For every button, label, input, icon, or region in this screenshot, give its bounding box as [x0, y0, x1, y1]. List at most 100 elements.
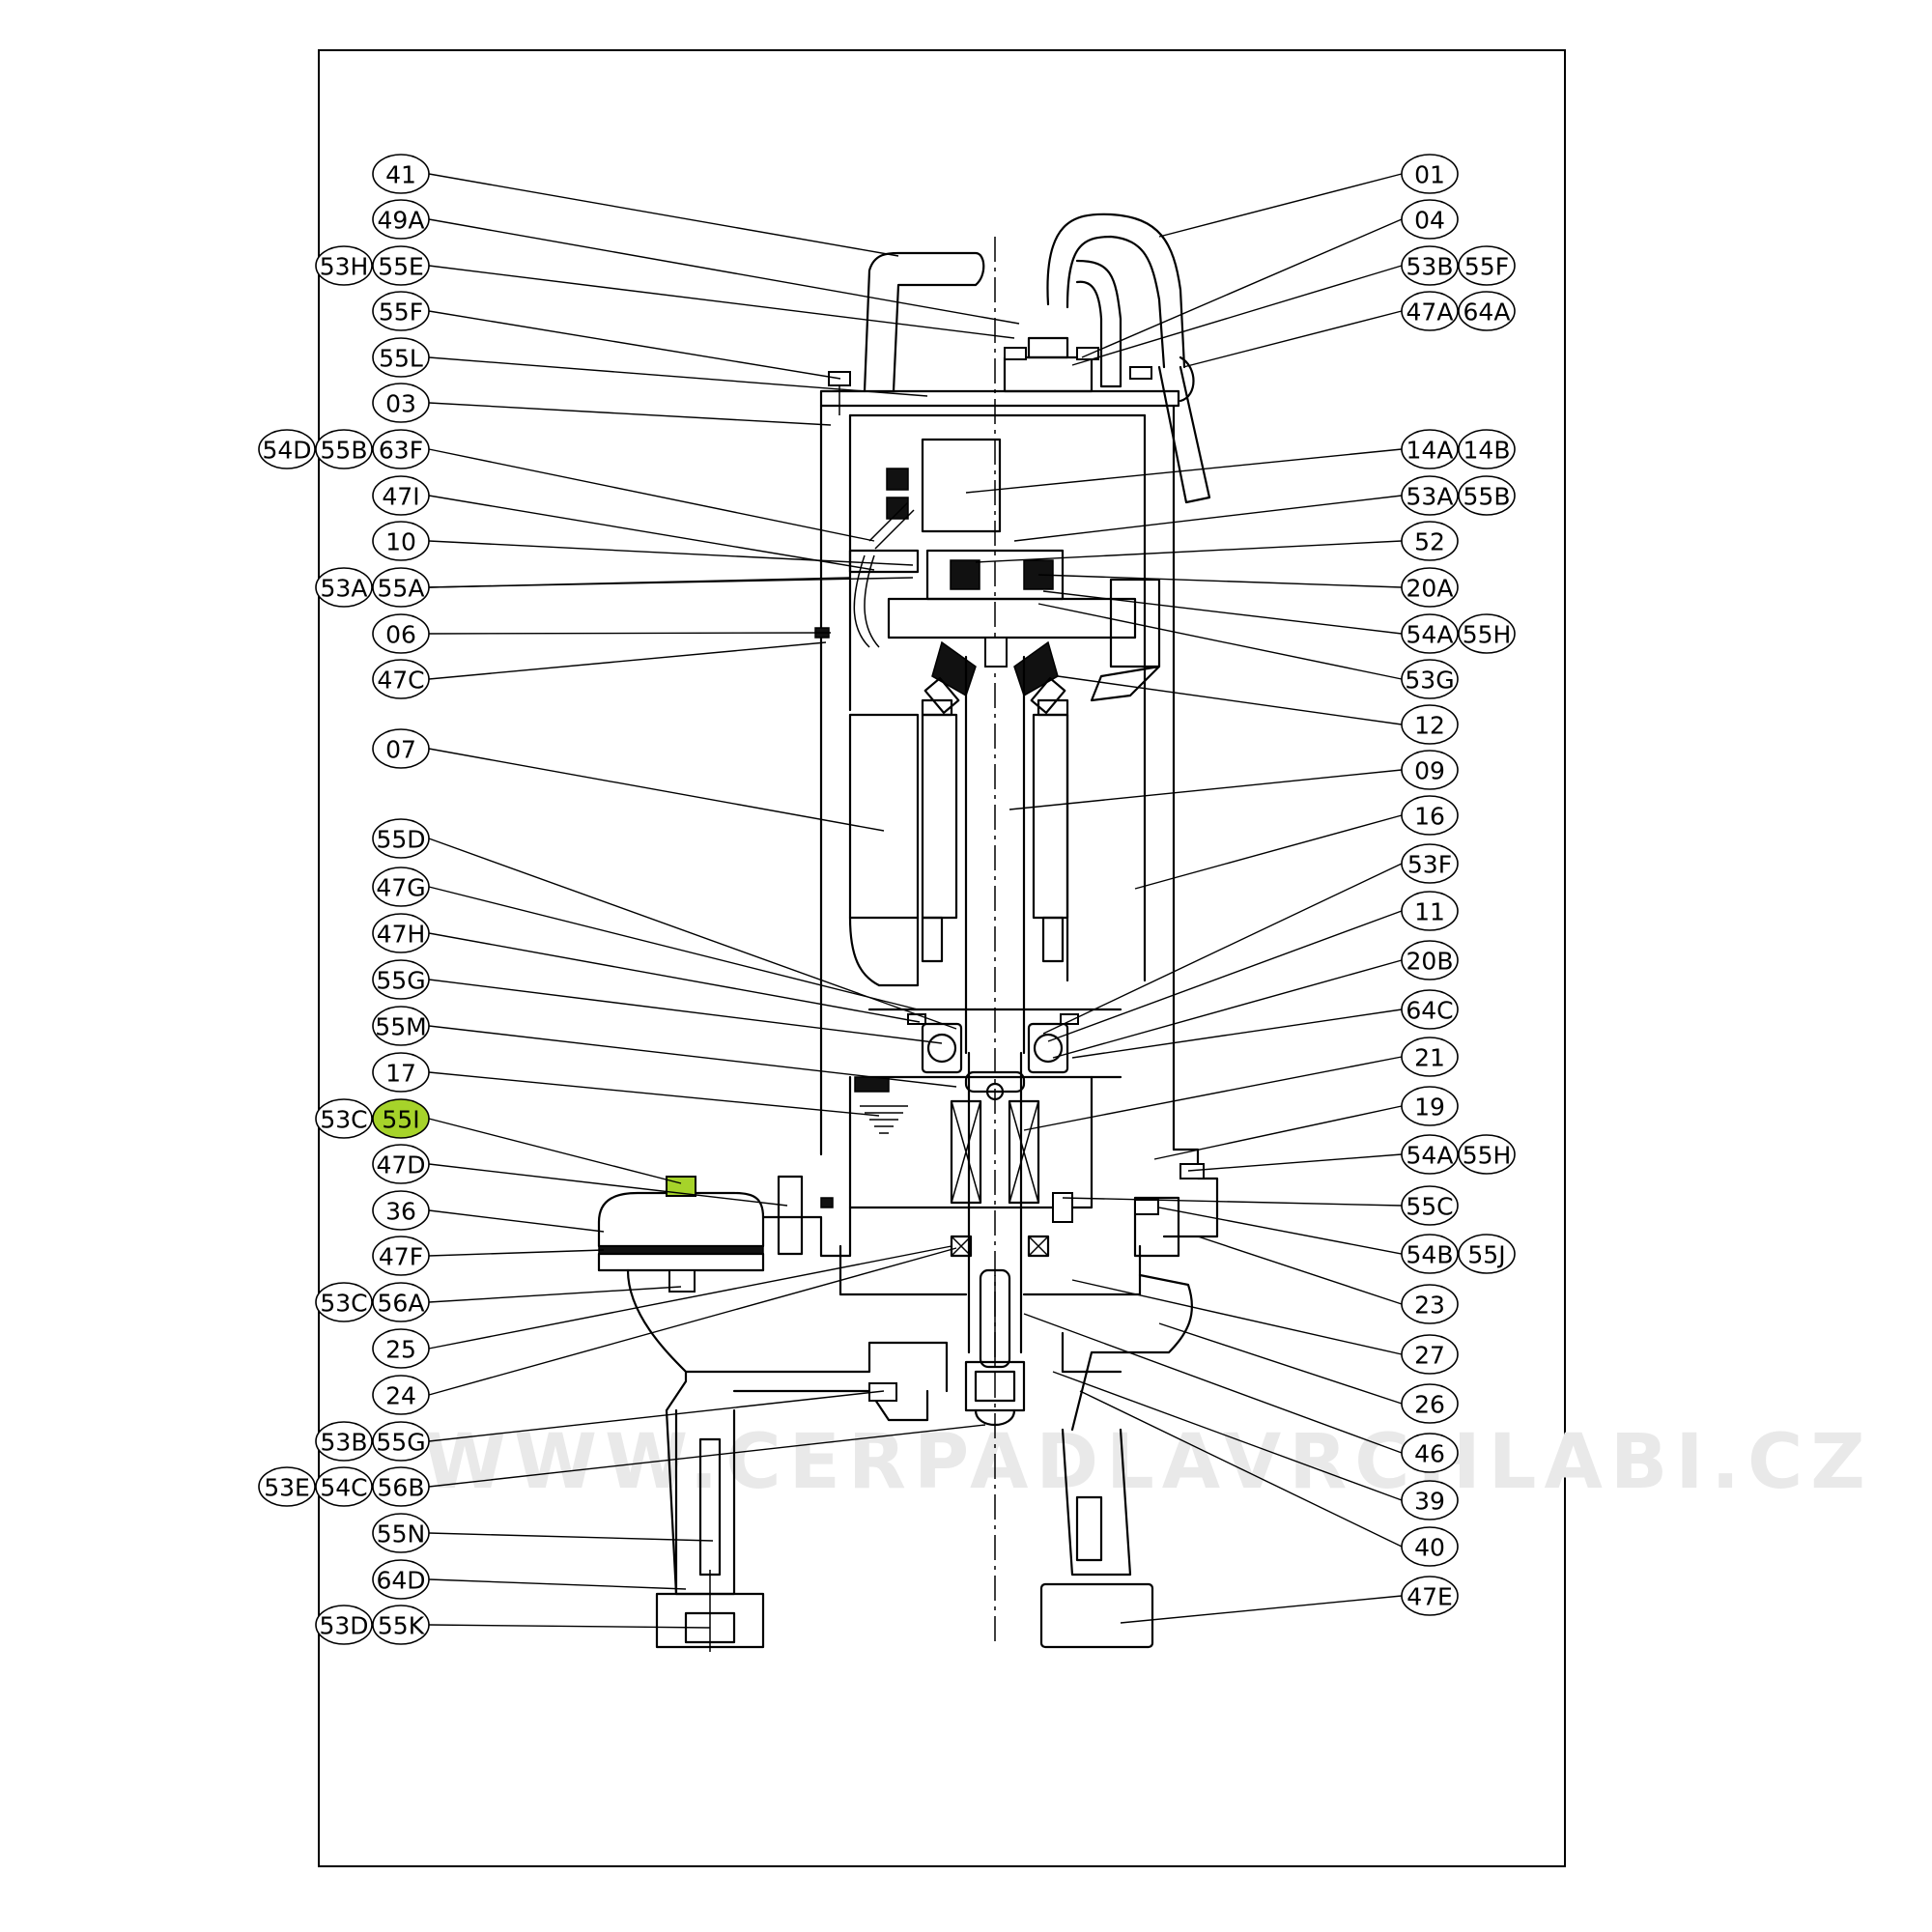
- part-callout-55j: 55J: [1458, 1234, 1516, 1274]
- leader-line: [428, 402, 832, 426]
- part-callout-46: 46: [1401, 1433, 1459, 1473]
- callout-bubble: [372, 1006, 430, 1046]
- leader-line: [1042, 590, 1403, 635]
- leader-line: [1071, 1009, 1403, 1059]
- callout-label: 53A: [1406, 483, 1454, 511]
- callout-bubble: [372, 154, 430, 194]
- callout-label: 54A: [1406, 1142, 1454, 1170]
- part-callout-47e: 47E: [1401, 1576, 1459, 1616]
- callout-label: 55G: [376, 967, 425, 995]
- callout-label: 40: [1414, 1534, 1445, 1562]
- callout-label: 55F: [1464, 253, 1509, 281]
- part-callout-47a: 47A: [1401, 291, 1459, 331]
- part-callout-55a: 55A: [372, 567, 430, 608]
- part-callout-53d: 53D: [315, 1605, 373, 1645]
- callout-label: 55B: [1463, 483, 1511, 511]
- callout-bubble: [372, 1421, 430, 1462]
- part-callout-55c: 55C: [1401, 1185, 1459, 1226]
- callout-bubble: [1401, 1383, 1459, 1424]
- leader-line: [428, 1025, 957, 1088]
- leader-line: [965, 448, 1403, 494]
- leader-line: [428, 1624, 711, 1629]
- callout-bubble: [1401, 521, 1459, 561]
- leader-line: [1037, 603, 1403, 680]
- part-callout-04: 04: [1401, 199, 1459, 240]
- leader-line: [428, 1163, 788, 1207]
- part-callout-47g: 47G: [372, 867, 430, 907]
- leader-line: [428, 448, 875, 542]
- leader-line: [1158, 1322, 1403, 1405]
- callout-label: 56A: [378, 1290, 425, 1318]
- leader-line: [1071, 1279, 1403, 1355]
- part-callout-53c: 53C: [315, 1282, 373, 1322]
- callout-label: 64C: [1406, 997, 1453, 1025]
- callout-bubble: [372, 337, 430, 378]
- part-callout-53a: 53A: [1401, 475, 1459, 516]
- leader-line: [428, 356, 928, 397]
- part-callout-14a: 14A: [1401, 429, 1459, 469]
- callout-bubble: [258, 1466, 316, 1507]
- part-callout-55h: 55H: [1458, 1134, 1516, 1175]
- callout-label: 53B: [321, 1429, 368, 1457]
- callout-bubble: [372, 1052, 430, 1093]
- callout-label: 55H: [1463, 1142, 1512, 1170]
- part-callout-55g: 55G: [372, 1421, 430, 1462]
- callout-label: 04: [1414, 207, 1445, 235]
- part-callout-40: 40: [1401, 1526, 1459, 1567]
- part-callout-53f: 53F: [1401, 843, 1459, 884]
- leader-line: [1042, 863, 1403, 1035]
- part-callout-39: 39: [1401, 1480, 1459, 1520]
- part-callout-55e: 55E: [372, 245, 430, 286]
- callout-bubble: [1401, 1086, 1459, 1126]
- leader-line: [1134, 814, 1403, 890]
- callout-bubble: [1458, 291, 1516, 331]
- leader-line: [428, 1390, 885, 1442]
- callout-label: 09: [1414, 757, 1445, 785]
- leader-line: [428, 540, 914, 566]
- callout-bubble: [372, 429, 430, 469]
- callout-bubble: [1458, 475, 1516, 516]
- part-callout-53c: 53C: [315, 1098, 373, 1139]
- part-callout-47c: 47C: [372, 659, 430, 699]
- part-callout-55i: 55I: [372, 1098, 430, 1139]
- callout-label: 53H: [320, 253, 369, 281]
- part-callout-55g: 55G: [372, 959, 430, 1000]
- part-callout-64d: 64D: [372, 1559, 430, 1600]
- callout-bubble: [372, 199, 430, 240]
- callout-label: 64D: [376, 1567, 425, 1595]
- callout-label: 53D: [319, 1612, 368, 1640]
- leader-line: [428, 1249, 605, 1257]
- leader-line: [1197, 1236, 1403, 1305]
- part-callout-54a: 54A: [1401, 1134, 1459, 1175]
- part-callout-54b: 54B: [1401, 1234, 1459, 1274]
- leader-line: [428, 1118, 682, 1184]
- part-callout-53g: 53G: [1401, 659, 1459, 699]
- callout-label: 63F: [379, 437, 423, 465]
- callout-label: 36: [385, 1198, 416, 1226]
- callout-label: 07: [385, 736, 416, 764]
- leader-line: [1079, 1390, 1403, 1548]
- pump-section-drawing: [597, 213, 1219, 1652]
- callout-label: 53C: [320, 1106, 367, 1134]
- leader-line: [428, 1424, 986, 1488]
- callout-label: 53A: [321, 575, 368, 603]
- callout-bubble: [1401, 891, 1459, 931]
- callout-label: 55F: [379, 298, 423, 327]
- leader-line: [1153, 1105, 1403, 1160]
- callout-bubble: [315, 1421, 373, 1462]
- callout-label: 55K: [378, 1612, 425, 1640]
- callout-bubble: [372, 867, 430, 907]
- part-callout-47d: 47D: [372, 1144, 430, 1184]
- part-callout-54c: 54C: [315, 1466, 373, 1507]
- part-callout-17: 17: [372, 1052, 430, 1093]
- callout-label: 47A: [1406, 298, 1454, 327]
- callout-label: 53E: [264, 1474, 310, 1502]
- callout-label: 54C: [320, 1474, 367, 1502]
- callout-label: 64A: [1463, 298, 1511, 327]
- part-callout-55k: 55K: [372, 1605, 430, 1645]
- part-callout-20a: 20A: [1401, 567, 1459, 608]
- leader-line: [428, 1532, 714, 1542]
- part-callout-12: 12: [1401, 704, 1459, 745]
- part-callout-49a: 49A: [372, 199, 430, 240]
